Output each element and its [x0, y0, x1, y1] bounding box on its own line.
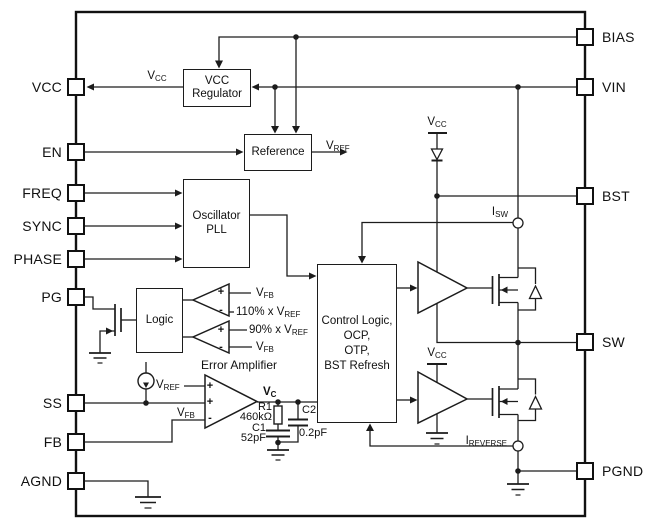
- vcc-regulator-line1: VCC: [204, 74, 230, 87]
- block-oscillator-pll: Oscillator PLL: [183, 179, 250, 268]
- net-label-110pct-vref: 110% x VREF: [236, 306, 301, 319]
- vcc-regulator-line2: Regulator: [192, 88, 242, 100]
- logic-label: Logic: [145, 313, 174, 326]
- error-amplifier-triangle: [204, 373, 259, 430]
- pin-square-bias: [576, 28, 594, 46]
- diode-symbols: [430, 148, 543, 410]
- agnd-ground: [135, 496, 161, 509]
- erramp-plus1-sign: +: [206, 380, 214, 392]
- reference-label: Reference: [251, 145, 305, 158]
- wires: [85, 36, 577, 497]
- c1-value-label: 52pF: [240, 432, 266, 444]
- control-logic-line1: Control Logic,: [321, 314, 393, 327]
- control-logic-line4: BST Refresh: [324, 359, 390, 372]
- control-logic-line3: OTP,: [344, 344, 370, 357]
- block-reference: Reference: [244, 134, 312, 171]
- pin-label-vcc: VCC: [31, 79, 62, 95]
- uvp-plus-sign: +: [217, 324, 225, 336]
- pin-label-freq: FREQ: [22, 185, 62, 201]
- pin-square-freq: [67, 184, 85, 202]
- pin-square-phase: [67, 250, 85, 268]
- net-label-vref-source: VREF: [156, 379, 180, 392]
- pin-label-sw: SW: [602, 334, 625, 350]
- pin-label-phase: PHASE: [13, 251, 62, 267]
- pin-square-ss: [67, 394, 85, 412]
- c1-ground: [267, 449, 289, 461]
- pin-square-fb: [67, 433, 85, 451]
- c2-value-label: 0.2pF: [299, 427, 328, 439]
- junction-dots: [143, 34, 521, 474]
- pin-square-vcc: [67, 78, 85, 96]
- isw-sensor-circle: [512, 217, 524, 229]
- block-control-logic: Control Logic, OCP, OTP, BST Refresh: [317, 264, 397, 423]
- low-side-body-diode: [528, 394, 543, 410]
- pin-square-agnd: [67, 472, 85, 490]
- c2-name-label: C2: [302, 404, 317, 416]
- pin-square-pg: [67, 288, 85, 306]
- rails-and-capacitor-plates: [266, 132, 447, 438]
- pin-label-pg: PG: [41, 289, 62, 305]
- net-label-vref-out: VREF: [326, 140, 350, 153]
- pin-square-sw: [576, 333, 594, 351]
- sensor-circles: [137, 217, 524, 452]
- oscillator-line2: PLL: [206, 223, 227, 236]
- vcc-bootstrap-diode: [430, 148, 444, 161]
- pin-label-vin: VIN: [602, 79, 626, 95]
- net-label-vc: VC: [263, 386, 277, 399]
- r1-name-label: R1: [257, 401, 272, 413]
- net-label-vcc-out: VCC: [147, 70, 167, 83]
- ovp-comparator: [191, 282, 230, 318]
- pin-label-fb: FB: [43, 434, 62, 450]
- pin-square-pgnd: [576, 462, 594, 480]
- erramp-plus2-sign: +: [206, 396, 214, 408]
- pin-label-pgnd: PGND: [602, 463, 644, 479]
- ovp-minus-sign: -: [219, 304, 223, 316]
- ireverse-sensor-circle: [512, 440, 524, 452]
- net-label-vfb-uvp: VFB: [256, 341, 274, 354]
- net-label-isw: ISW: [491, 206, 508, 219]
- resistor-r1: [273, 405, 283, 425]
- pin-label-sync: SYNC: [22, 218, 62, 234]
- error-amplifier-label: Error Amplifier: [200, 358, 277, 372]
- erramp-minus-sign: -: [208, 412, 212, 424]
- net-label-ireverse: IREVERSE: [465, 435, 507, 448]
- pgnd-ground: [507, 483, 529, 496]
- high-side-body-diode: [528, 284, 543, 300]
- c1-name-label: C1: [251, 422, 266, 434]
- net-label-vfb-input: VFB: [177, 407, 195, 420]
- control-logic-line2: OCP,: [343, 329, 371, 342]
- high-side-gate-driver: [417, 260, 469, 315]
- net-label-vcc-driver: VCC: [427, 347, 447, 360]
- net-label-90pct-vref: 90% x VREF: [249, 324, 308, 337]
- vref-current-source: [137, 372, 155, 390]
- uvp-comparator: [191, 319, 230, 355]
- pin-label-en: EN: [42, 144, 62, 160]
- block-logic: Logic: [136, 288, 183, 353]
- block-vcc-regulator: VCC Regulator: [183, 69, 251, 107]
- driver-ground: [426, 432, 448, 445]
- low-side-gate-driver: [417, 370, 469, 425]
- pin-label-bst: BST: [602, 188, 630, 204]
- net-label-vfb-ovp: VFB: [256, 287, 274, 300]
- pin-label-ss: SS: [42, 395, 62, 411]
- net-label-vcc-diode: VCC: [427, 116, 447, 129]
- pin-square-en: [67, 143, 85, 161]
- ground-symbols: [89, 352, 529, 509]
- uvp-minus-sign: -: [219, 341, 223, 353]
- pin-square-vin: [576, 78, 594, 96]
- oscillator-line1: Oscillator: [192, 210, 241, 222]
- ovp-plus-sign: +: [217, 286, 225, 298]
- arrowheads: [86, 60, 508, 431]
- pin-square-sync: [67, 217, 85, 235]
- pin-label-bias: BIAS: [602, 29, 635, 45]
- mosfet-bars: [114, 274, 500, 418]
- pin-label-agnd: AGND: [20, 473, 62, 489]
- r1-value-label: 460kΩ: [239, 411, 272, 423]
- triangle-symbols: [191, 260, 469, 430]
- pin-square-bst: [576, 187, 594, 205]
- pg-fet-ground: [89, 352, 111, 364]
